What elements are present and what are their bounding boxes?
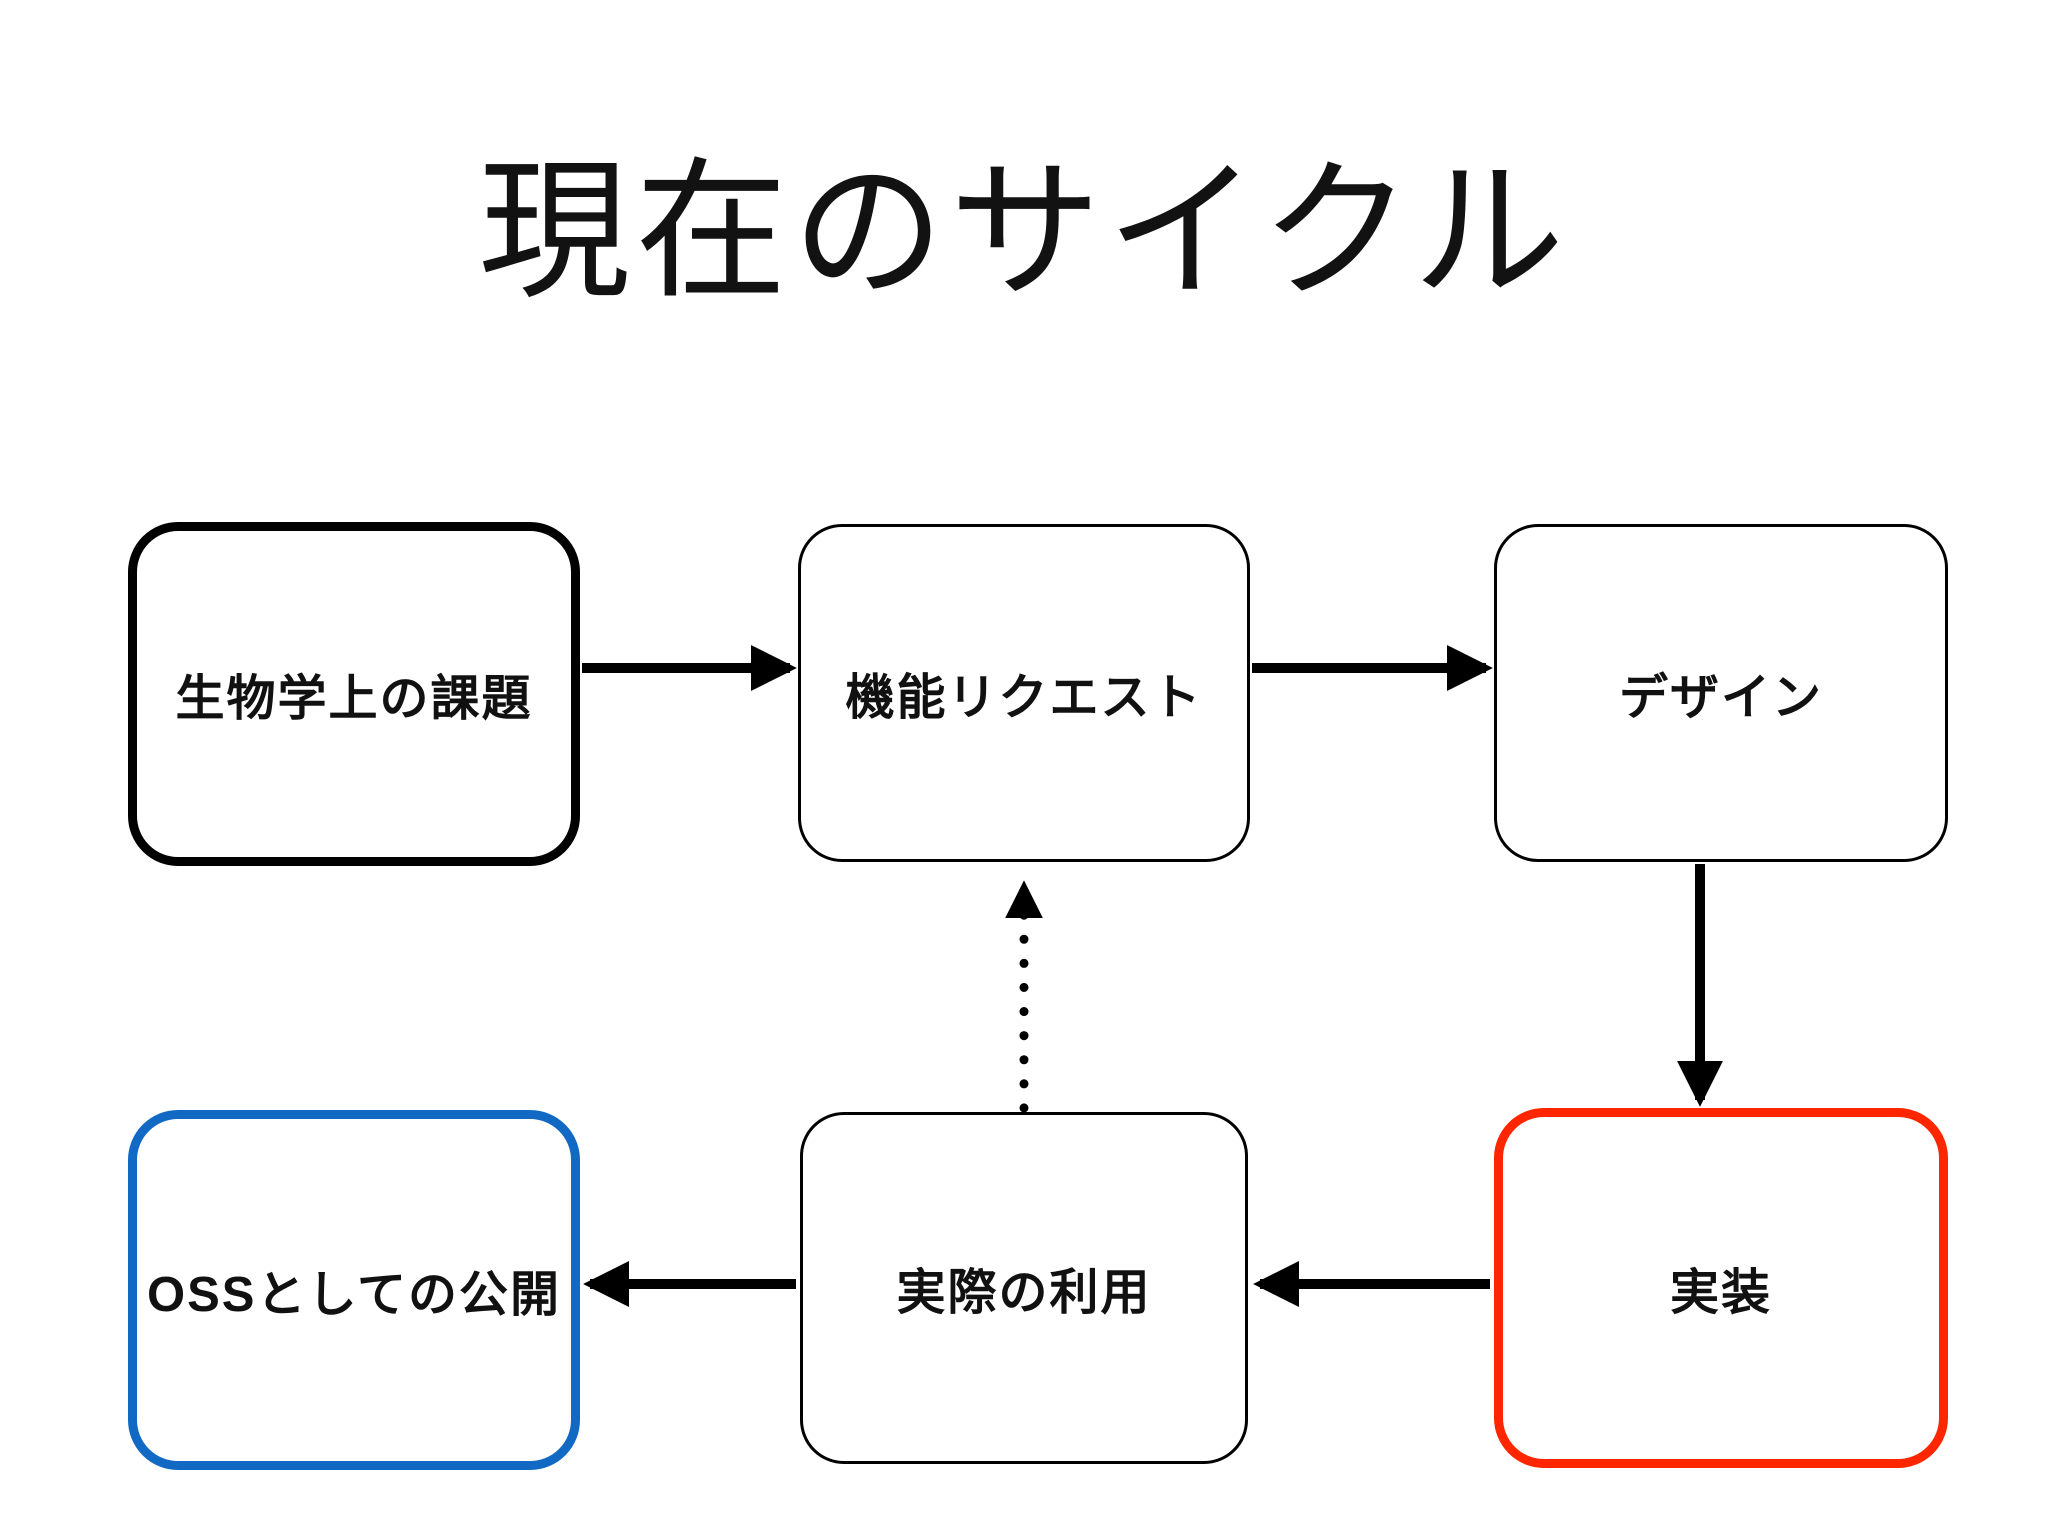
node-label-actual-use: 実際の利用 xyxy=(896,1265,1152,1320)
node-actual-use: 実際の利用 xyxy=(800,1112,1248,1464)
page-title: 現在のサイクル xyxy=(478,147,1570,317)
node-biology-issue: 生物学上の課題 xyxy=(128,522,580,866)
node-label-oss-release: OSSとしての公開 xyxy=(146,1267,561,1322)
node-label-biology-issue: 生物学上の課題 xyxy=(175,671,533,726)
node-label-implementation: 実装 xyxy=(1669,1265,1772,1320)
node-oss-release: OSSとしての公開 xyxy=(128,1110,580,1470)
node-implementation: 実装 xyxy=(1494,1108,1948,1468)
node-design: デザイン xyxy=(1494,524,1948,862)
node-feature-request: 機能リクエスト xyxy=(798,524,1250,862)
node-label-design: デザイン xyxy=(1618,670,1823,725)
node-label-feature-request: 機能リクエスト xyxy=(845,670,1203,725)
